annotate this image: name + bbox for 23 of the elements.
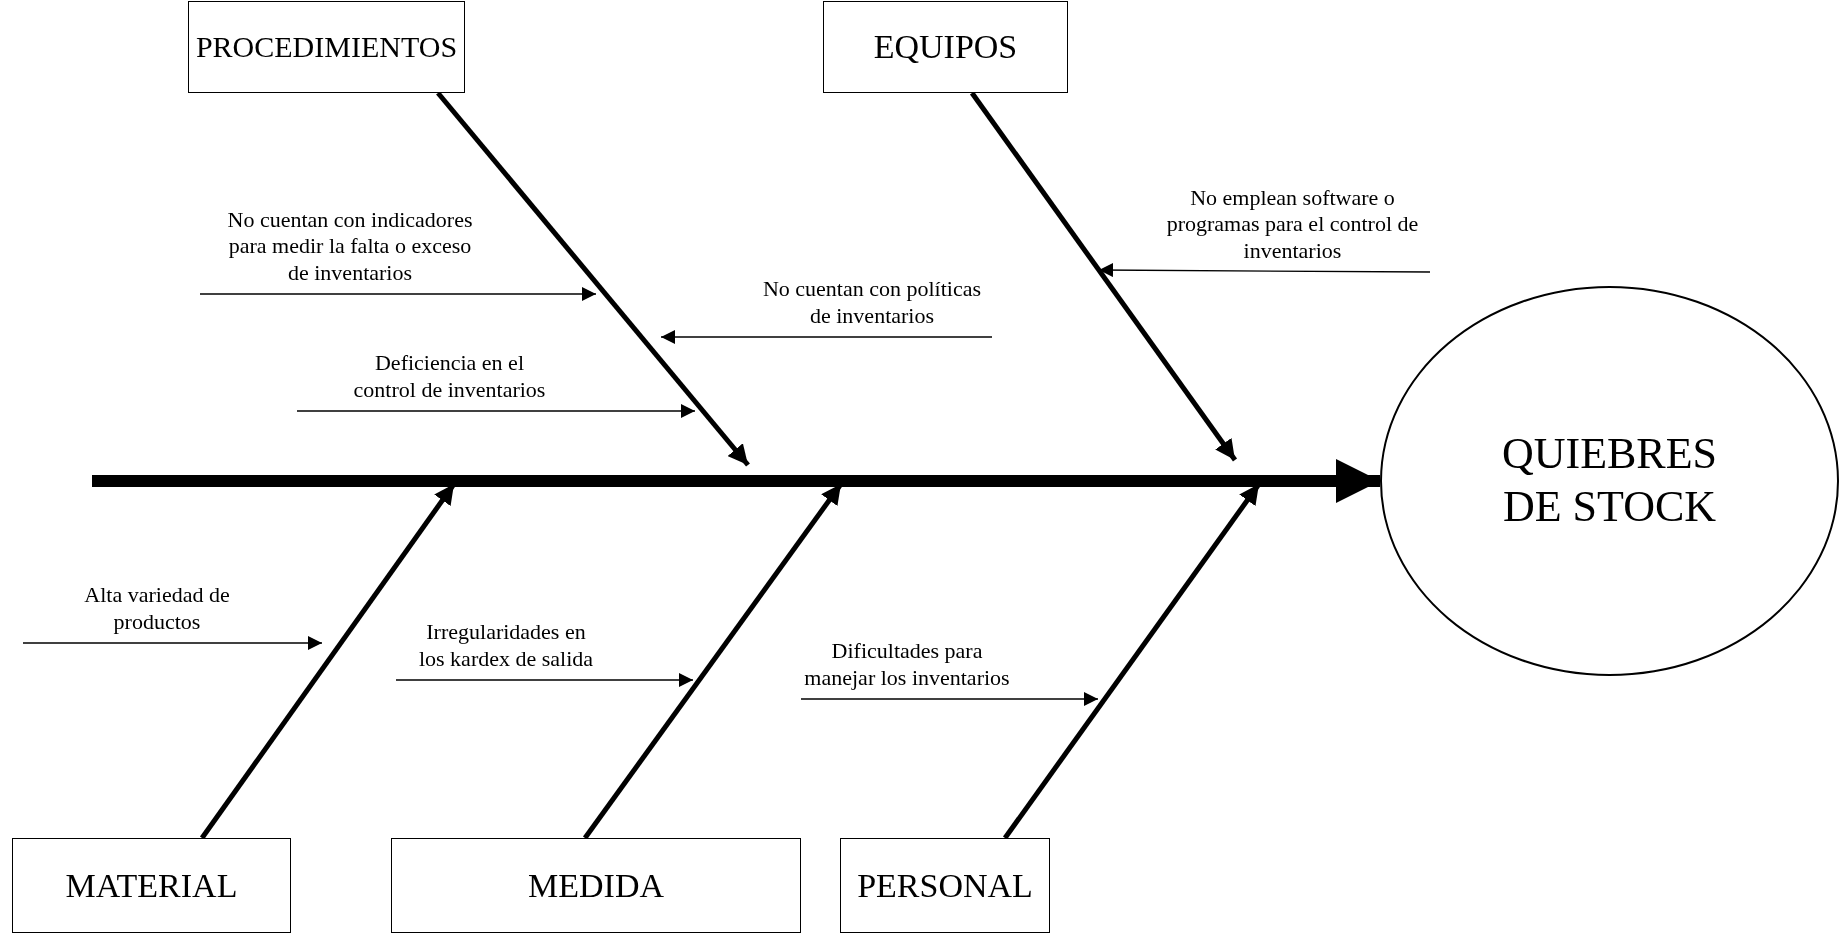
cause-arrow <box>22 636 323 650</box>
bone-arrow <box>436 91 750 467</box>
category-box: MATERIAL <box>12 838 291 933</box>
cause-text: Dificultades para manejar los inventarios <box>801 636 1013 699</box>
category-box: MEDIDA <box>391 838 801 933</box>
category-box: EQUIPOS <box>823 1 1068 93</box>
effect-ellipse: QUIEBRES DE STOCK <box>1380 286 1839 676</box>
cause-text: No cuentan con políticas de inventarios <box>742 274 992 337</box>
cause-text: Irregularidades en los kardex de salida <box>396 617 596 680</box>
cause-text: No emplean software o programas para el control de inventarios <box>1150 180 1430 272</box>
bone-arrow <box>969 91 1238 462</box>
cause-arrow <box>296 404 696 418</box>
cause-arrow <box>395 673 694 687</box>
spine-arrow <box>92 459 1380 503</box>
cause-arrow <box>1098 263 1431 278</box>
category-box: PERSONAL <box>840 838 1050 933</box>
cause-text: Alta variedad de productos <box>23 580 257 643</box>
category-box: PROCEDIMIENTOS <box>188 1 465 93</box>
cause-text: Deficiencia en el control de inventarios <box>297 348 557 411</box>
cause-arrow <box>800 692 1099 706</box>
cause-arrow <box>660 330 993 344</box>
cause-arrow <box>199 287 597 301</box>
cause-text: No cuentan con indicadores para medir la falta o exceso de inventarios <box>200 170 490 294</box>
